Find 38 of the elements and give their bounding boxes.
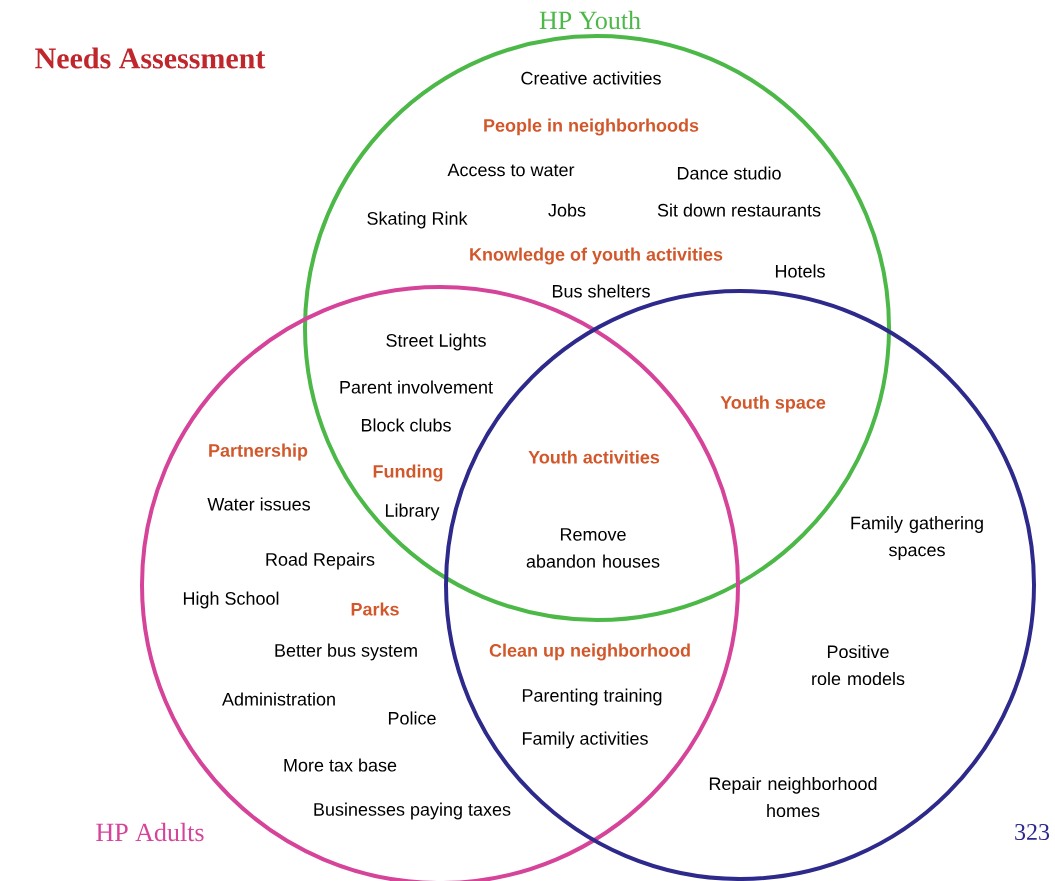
item-label: Businesses paying taxes bbox=[314, 802, 511, 820]
item-label: Water issues bbox=[207, 497, 310, 511]
circle-heading: HP Adults bbox=[96, 822, 204, 842]
page-number: 323 bbox=[1015, 823, 1050, 841]
item-label: Police bbox=[388, 711, 436, 725]
item-label: Family activities bbox=[522, 731, 648, 749]
item-label: Block clubs bbox=[361, 418, 451, 432]
item-label: More tax base bbox=[284, 758, 397, 772]
item-label: Access to water bbox=[447, 163, 575, 177]
item-label: Family gathering spaces bbox=[851, 516, 983, 560]
item-label: Jobs bbox=[548, 203, 586, 217]
item-label: Bus shelters bbox=[552, 284, 650, 298]
circle-heading: HP Youth bbox=[539, 10, 641, 30]
item-label: Hotels bbox=[775, 264, 825, 278]
item-label: Positive role models bbox=[812, 644, 905, 686]
item-label: Road Repairs bbox=[266, 552, 375, 570]
heading-label: Youth space bbox=[720, 395, 826, 413]
heading-label: Youth activities bbox=[528, 450, 660, 464]
item-label: Better bus system bbox=[275, 643, 417, 661]
item-label: Administration bbox=[222, 692, 335, 706]
item-label: Parent involvement bbox=[340, 380, 493, 394]
title: Needs Assessment bbox=[35, 47, 266, 69]
heading-label: Partnership bbox=[209, 443, 308, 461]
item-label: Creative activities bbox=[521, 71, 661, 85]
item-label: Remove abandon houses bbox=[526, 528, 660, 568]
heading-label: Parks bbox=[351, 602, 399, 616]
item-label: Repair neighborhood homes bbox=[709, 776, 877, 818]
heading-label: Knowledge of youth activities bbox=[470, 247, 723, 265]
heading-label: Funding bbox=[373, 464, 443, 482]
item-label: Dance studio bbox=[677, 166, 781, 180]
item-label: High School bbox=[183, 591, 279, 609]
item-label: Skating Rink bbox=[367, 211, 468, 229]
item-label: Library bbox=[385, 503, 440, 521]
item-label: Parenting training bbox=[522, 688, 662, 706]
heading-label: Clean up neighborhood bbox=[489, 643, 690, 661]
item-label: Street Lights bbox=[386, 333, 486, 351]
item-label: Sit down restaurants bbox=[657, 203, 821, 217]
heading-label: People in neighborhoods bbox=[484, 118, 699, 136]
